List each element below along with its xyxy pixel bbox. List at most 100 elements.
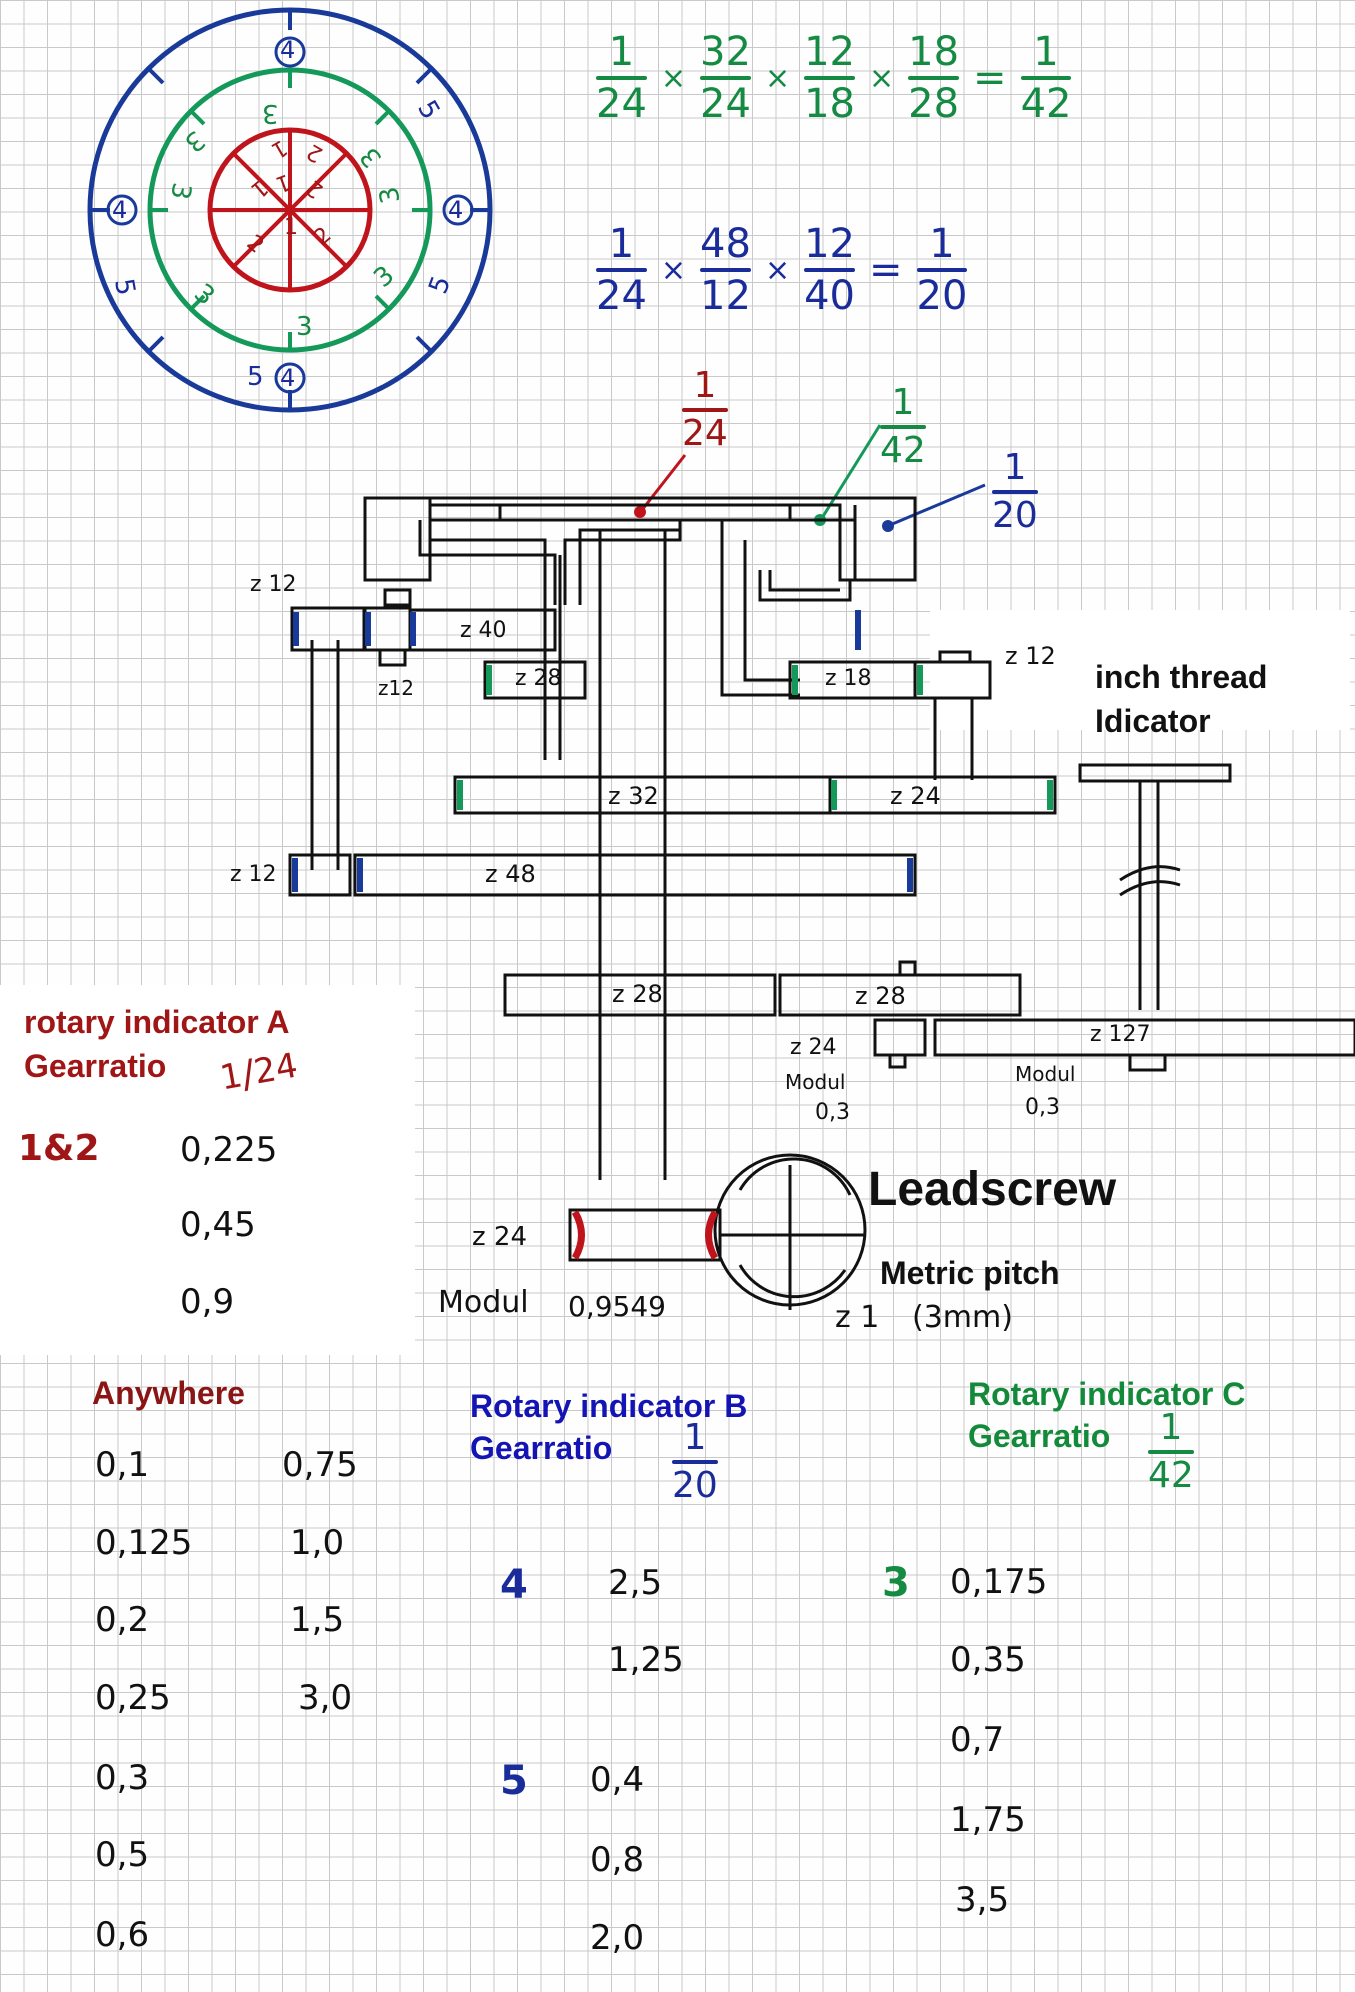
eq2-num: 48 <box>700 221 751 267</box>
rotary-a-title-line: rotary indicator A <box>24 1004 290 1040</box>
modul-value: 0,3 <box>815 1100 850 1125</box>
rotary-a-mark: 1&2 <box>18 1128 100 1169</box>
rotary-c-value: 1,75 <box>950 1800 1026 1840</box>
gear-z24-label: z 24 <box>790 1035 837 1060</box>
pointer-c-num: 1 <box>891 382 915 423</box>
drawing-background <box>0 985 415 1355</box>
pointer-b-num: 1 <box>1003 447 1027 488</box>
rotary-c-value: 3,5 <box>955 1880 1010 1920</box>
rotary-b-value: 0,8 <box>590 1840 645 1880</box>
dial-inner-label: 1 <box>284 215 298 240</box>
pointer-c-den: 42 <box>880 430 926 471</box>
inch-indicator-label: inch thread Idicator <box>1095 655 1267 743</box>
eq1-den: 24 <box>596 81 647 127</box>
pointer-b-den: 20 <box>992 495 1038 536</box>
gear-z32-label: z 32 <box>608 782 659 810</box>
gear-z12-label: z12 <box>378 676 414 700</box>
inch-indicator-line1: inch thread <box>1095 659 1268 695</box>
rotary-a-ratio-den: 24 <box>251 1045 301 1093</box>
dial-outer-label: 4 <box>280 36 296 64</box>
anywhere-value: 0,5 <box>95 1835 150 1875</box>
eq1-num: 1 <box>608 29 635 75</box>
rotary-c-value: 0,35 <box>950 1640 1026 1680</box>
pointer-a-den: 24 <box>682 413 728 454</box>
rotary-b-value: 1,25 <box>608 1640 684 1680</box>
eq2-op: = <box>869 247 903 293</box>
rotary-b-ratio-den: 20 <box>672 1465 718 1506</box>
eq2-op: × <box>660 252 687 288</box>
gear-z40-label: z 40 <box>460 618 507 643</box>
rotary-c-value: 0,7 <box>950 1720 1005 1760</box>
rotary-c-ratio-den: 42 <box>1148 1455 1194 1496</box>
eq1-op: = <box>973 55 1007 101</box>
gear-z28-label: z 28 <box>515 666 562 691</box>
eq2-op: × <box>764 252 791 288</box>
rotary-b-ratio-num: 1 <box>683 1417 707 1458</box>
rotary-c-value: 0,175 <box>950 1562 1048 1602</box>
gear-z12-label: z 12 <box>230 862 277 887</box>
eq2-num: 12 <box>804 221 855 267</box>
gear-z127-label: z 127 <box>1090 1022 1151 1047</box>
rotary-b-value: 2,5 <box>608 1563 663 1603</box>
rotary-a-value: 0,9 <box>180 1282 235 1322</box>
rotary-a-subtitle: Gearratio <box>24 1048 167 1084</box>
eq1-res-den: 42 <box>1020 81 1072 127</box>
anywhere-value: 0,125 <box>95 1523 193 1563</box>
worm-modul-value: 0,9549 <box>568 1290 666 1323</box>
modul-label: Modul <box>785 1070 846 1094</box>
rotary-c-title-line: Rotary indicator C <box>968 1376 1246 1412</box>
leadscrew-pitch-value: (3mm) <box>912 1300 1013 1335</box>
dial-outer-label: 4 <box>280 364 296 392</box>
rotary-b-value: 0,4 <box>590 1760 645 1800</box>
drawing-background <box>930 610 1350 730</box>
anywhere-value: 0,3 <box>95 1758 150 1798</box>
eq2-num: 1 <box>608 221 635 267</box>
dial-outer-label: 4 <box>112 196 128 224</box>
eq1-den: 18 <box>804 81 855 127</box>
anywhere-value: 1,0 <box>290 1523 345 1563</box>
anywhere-value: 0,6 <box>95 1915 150 1955</box>
eq2-den: 24 <box>596 273 647 319</box>
inch-indicator-line2: Idicator <box>1095 703 1211 739</box>
dial-outer-label: 4 <box>448 196 464 224</box>
rotary-a-value: 0,45 <box>180 1205 256 1245</box>
anywhere-value: 0,25 <box>95 1678 171 1718</box>
rotary-c-subtitle: Gearratio <box>968 1418 1111 1454</box>
rotary-a-value: 0,225 <box>180 1130 278 1170</box>
eq1-op: × <box>764 60 791 96</box>
eq2-res-num: 1 <box>929 221 955 267</box>
gear-z18-label: z 18 <box>825 666 872 691</box>
indicator-dial <box>87 7 493 413</box>
gear-z24-worm-label: z 24 <box>472 1222 527 1252</box>
rotary-c-title: Rotary indicator C Gearratio <box>968 1373 1245 1457</box>
pointer-a-num: 1 <box>693 365 717 406</box>
eq1-op: × <box>869 60 895 96</box>
anywhere-value: 0,2 <box>95 1600 150 1640</box>
leadscrew-pitch: Metric pitch <box>880 1255 1060 1291</box>
anywhere-title: Anywhere <box>92 1375 245 1411</box>
gear-z28-label: z 28 <box>855 982 906 1010</box>
leadscrew-title: Leadscrew <box>868 1163 1117 1216</box>
rotary-b-mark: 5 <box>500 1758 528 1804</box>
rotary-a-title: rotary indicator A Gearratio <box>24 1000 290 1088</box>
rotary-b-mark: 4 <box>500 1562 528 1608</box>
dial-outer-label: 5 <box>247 362 264 392</box>
gear-z48-label: z 48 <box>485 860 536 888</box>
gear-train-diagram <box>288 424 1355 1310</box>
gear-z28-label: z 28 <box>612 980 663 1008</box>
eq1-den: 24 <box>700 81 751 127</box>
dial-middle-label: 3 <box>296 312 313 342</box>
modul-label: Modul <box>1015 1062 1076 1086</box>
rotary-b-title: Rotary indicator B Gearratio <box>470 1385 747 1469</box>
rotary-c-ratio-num: 1 <box>1159 1407 1183 1448</box>
eq1-res-num: 1 <box>1033 29 1059 75</box>
anywhere-value: 0,1 <box>95 1445 150 1485</box>
eq1-num: 18 <box>908 29 960 75</box>
rotary-b-title-line: Rotary indicator B <box>470 1388 748 1424</box>
eq2-den: 12 <box>700 273 751 319</box>
worm-modul-label: Modul <box>438 1285 529 1320</box>
